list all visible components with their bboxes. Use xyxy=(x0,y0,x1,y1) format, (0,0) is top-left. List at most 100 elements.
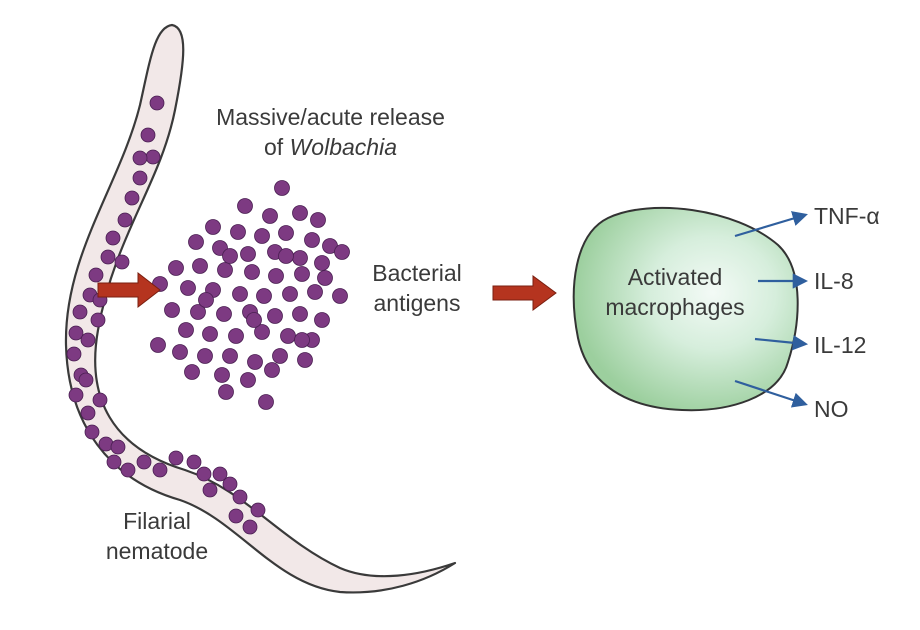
wolbachia-dot xyxy=(222,476,238,492)
antigen-dot xyxy=(192,258,208,274)
antigen-dot xyxy=(240,246,256,262)
wolbachia-dot xyxy=(100,249,116,265)
antigen-dot xyxy=(267,308,283,324)
wolbachia-dot xyxy=(232,489,248,505)
release-label: Massive/acute release of Wolbachia xyxy=(188,102,473,162)
wolbachia-dot xyxy=(68,325,84,341)
antigen-dot xyxy=(190,304,206,320)
bacterial-antigens-label: Bacterial antigens xyxy=(352,258,482,318)
antigen-dot xyxy=(247,354,263,370)
macrophage-label-line2: macrophages xyxy=(605,294,745,320)
wolbachia-dot xyxy=(117,212,133,228)
antigen-dot xyxy=(180,280,196,296)
release-label-line1: Massive/acute release xyxy=(216,104,445,130)
antigen-dot xyxy=(172,344,188,360)
antigen-dot xyxy=(256,288,272,304)
antigen-dot xyxy=(278,225,294,241)
wolbachia-dot xyxy=(250,502,266,518)
antigen-dot xyxy=(310,212,326,228)
antigen-dot xyxy=(217,262,233,278)
macrophage-label: Activated macrophages xyxy=(580,262,770,322)
antigen-dot xyxy=(292,306,308,322)
antigen-dot xyxy=(214,367,230,383)
output-il-8: IL-8 xyxy=(814,268,854,294)
antigen-dot xyxy=(216,306,232,322)
nematode-label-line2: nematode xyxy=(105,538,209,564)
antigen-dot xyxy=(294,266,310,282)
antigen-dot xyxy=(150,337,166,353)
wolbachia-dot xyxy=(68,387,84,403)
wolbachia-dot xyxy=(228,508,244,524)
antigen-dot xyxy=(197,348,213,364)
macrophage-label-line1: Activated xyxy=(627,264,723,290)
output-no: NO xyxy=(814,396,849,422)
wolbachia-dot xyxy=(114,254,130,270)
wolbachia-dot xyxy=(90,312,106,328)
bacterial-label-line1: Bacterial xyxy=(372,260,462,286)
bacterial-label-line2: antigens xyxy=(373,290,461,316)
antigen-dot xyxy=(278,248,294,264)
wolbachia-dot xyxy=(105,230,121,246)
wolbachia-dot xyxy=(168,450,184,466)
antigen-dot xyxy=(232,286,248,302)
antigen-dot xyxy=(254,228,270,244)
il12-arrow xyxy=(754,335,809,351)
antigen-dot xyxy=(244,264,260,280)
antigen-dot xyxy=(237,198,253,214)
nematode-body xyxy=(64,23,457,594)
antigen-dot xyxy=(264,362,280,378)
antigen-dot xyxy=(314,255,330,271)
antigen-dot xyxy=(198,292,214,308)
wolbachia-dot xyxy=(106,454,122,470)
wolbachia-term: Wolbachia xyxy=(289,134,397,160)
wolbachia-dot xyxy=(136,454,152,470)
wolbachia-dot xyxy=(145,149,161,165)
antigen-dot xyxy=(332,288,348,304)
antigen-dot xyxy=(164,302,180,318)
antigen-dot xyxy=(292,205,308,221)
worm-bacteria-group xyxy=(66,95,266,535)
nematode-label-line1: Filarial xyxy=(123,508,191,534)
antigen-dot xyxy=(240,372,256,388)
antigen-dot xyxy=(228,328,244,344)
output-il-12: IL-12 xyxy=(814,332,867,358)
antigen-dot xyxy=(188,234,204,250)
wolbachia-dot xyxy=(132,150,148,166)
wolbachia-dot xyxy=(80,332,96,348)
antigen-dot xyxy=(314,312,330,328)
output-tnf-alpha: TNF-α xyxy=(814,203,880,229)
antigen-dot xyxy=(222,248,238,264)
antigen-dot xyxy=(334,244,350,260)
antigen-dot xyxy=(304,232,320,248)
nematode-label: Filarial nematode xyxy=(92,506,222,566)
antigen-dot xyxy=(246,312,262,328)
antigen-dot xyxy=(294,332,310,348)
antigen-dot xyxy=(317,270,333,286)
wolbachia-dot xyxy=(88,267,104,283)
antigen-dot xyxy=(184,364,200,380)
no-arrow xyxy=(734,379,808,408)
wolbachia-dot xyxy=(66,346,82,362)
antigen-dot xyxy=(274,180,290,196)
release-label-line2: of Wolbachia xyxy=(188,132,473,162)
wolbachia-dot xyxy=(186,454,202,470)
antigen-dot xyxy=(178,322,194,338)
antigen-dot xyxy=(230,224,246,240)
release-label-prefix: of xyxy=(264,134,290,160)
macrophage-cell xyxy=(572,206,799,412)
wolbachia-dot xyxy=(80,405,96,421)
wolbachia-dot xyxy=(140,127,156,143)
released-bacteria-group xyxy=(150,180,350,410)
wolbachia-dot xyxy=(152,462,168,478)
antigen-dot xyxy=(258,394,274,410)
wolbachia-dot xyxy=(132,170,148,186)
tnf-arrow xyxy=(734,211,808,238)
antigen-dot xyxy=(202,326,218,342)
antigen-dot xyxy=(292,250,308,266)
antigen-dot xyxy=(262,208,278,224)
wolbachia-dot xyxy=(212,466,228,482)
wolbachia-dot xyxy=(149,95,165,111)
wolbachia-dot xyxy=(110,439,126,455)
antigen-dot xyxy=(205,219,221,235)
